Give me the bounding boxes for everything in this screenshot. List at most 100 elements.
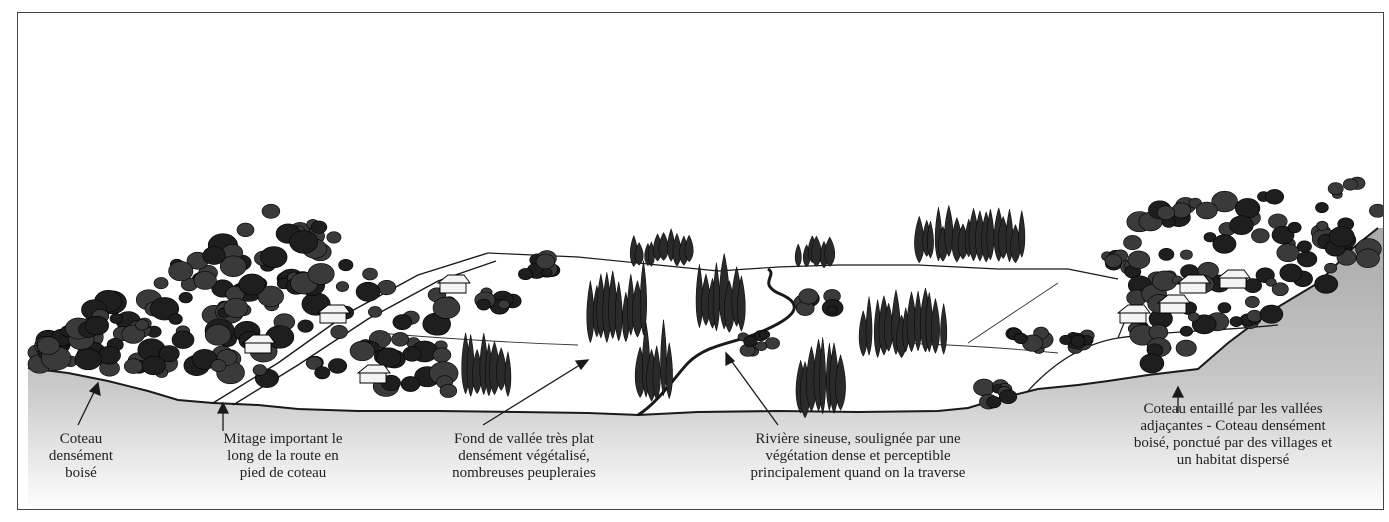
caption-line: boisé, ponctué par des villages et [1088, 435, 1378, 452]
tree-clump [331, 325, 348, 338]
tree-clump [339, 259, 353, 271]
tree-clump [308, 263, 334, 284]
tree-clump [799, 289, 818, 304]
tree-clump [172, 331, 194, 349]
tree-clump [377, 348, 401, 367]
poplar-tree [661, 320, 667, 396]
poplar-tree [825, 237, 835, 267]
tree-clump [75, 349, 102, 370]
tree-clump [154, 277, 168, 288]
tree-clump [37, 337, 59, 355]
tree-clump [759, 330, 770, 339]
tree-clump [1060, 335, 1072, 344]
caption-line: densément [42, 448, 120, 465]
caption-line: Coteau [42, 431, 120, 448]
poplar-tree [666, 343, 673, 399]
tree-clump [1105, 254, 1122, 267]
caption-line: Mitage important le [188, 431, 378, 448]
tree-clump [124, 359, 142, 374]
tree-clump [356, 282, 380, 301]
tree-clump [1288, 222, 1301, 233]
caption-valley-floor: Fond de vallée très plat densément végét… [414, 431, 634, 482]
tree-clump [973, 379, 994, 396]
caption-line: Rivière sineuse, soulignée par une [708, 431, 1008, 448]
tree-clump [363, 268, 378, 280]
tree-clump [403, 347, 421, 362]
tree-clump [1149, 325, 1168, 340]
tree-clump [765, 338, 779, 350]
tree-clump [393, 315, 412, 330]
tree-clump [1356, 249, 1379, 268]
tree-clump [498, 300, 509, 309]
tree-clump [1157, 206, 1175, 220]
tree-clump [518, 268, 532, 279]
tree-clump [1315, 275, 1338, 294]
tree-clump [542, 269, 552, 277]
tree-clump [1244, 279, 1262, 293]
tree-clump [136, 320, 149, 331]
tree-clump [1180, 250, 1192, 260]
tree-clump [169, 314, 182, 325]
poplar-tree [659, 232, 668, 260]
house [1178, 275, 1210, 293]
tree-clump [392, 332, 409, 346]
tree-clump [368, 306, 382, 317]
tree-clump [169, 261, 193, 280]
tree-clump [336, 282, 349, 292]
diagram-frame: Coteau densément boisé Mitage important … [17, 12, 1384, 510]
tree-clump [1230, 216, 1254, 235]
poplar-tree [931, 298, 939, 353]
tree-clump [1128, 251, 1150, 269]
tree-clump [1213, 235, 1236, 254]
poplar-tree [940, 304, 946, 355]
tree-clump [1315, 202, 1328, 212]
poplar-tree [505, 352, 511, 397]
house [1118, 305, 1150, 323]
house [358, 365, 390, 383]
arrow-valley-floor-head [576, 360, 588, 369]
tree-clump [1218, 303, 1231, 313]
tree-clump [1329, 227, 1354, 247]
tree-clump [477, 299, 491, 310]
tree-clump [211, 360, 226, 372]
tree-clump [987, 396, 1001, 408]
tree-clump [433, 348, 451, 362]
tree-clump [1159, 248, 1174, 260]
tree-clump [1265, 189, 1283, 204]
caption-line: Fond de vallée très plat [414, 431, 634, 448]
tree-clump [756, 342, 767, 351]
tree-clump [1324, 263, 1336, 273]
caption-line: végétation dense et perceptible [708, 448, 1008, 465]
tree-clump [85, 316, 109, 335]
tree-clump [1260, 305, 1283, 323]
tree-clump [1180, 326, 1193, 336]
tree-clump [290, 231, 318, 254]
poplar-tree [866, 297, 872, 356]
caption-right-slope: Coteau entaillé par les vallées adjaçant… [1088, 401, 1378, 469]
caption-line: densément végétalisé, [414, 448, 634, 465]
caption-line: principalement quand on la traverse [708, 465, 1008, 482]
tree-clump [1014, 333, 1027, 343]
tree-clump [536, 254, 555, 269]
caption-line: nombreuses peupleraies [414, 465, 634, 482]
caption-line: un habitat dispersé [1088, 452, 1378, 469]
tree-clump [378, 280, 396, 295]
caption-left-slope: Coteau densément boisé [42, 431, 120, 482]
tree-clump [205, 325, 231, 346]
house [1218, 270, 1250, 288]
tree-clump [1251, 229, 1269, 243]
caption-river: Rivière sineuse, soulignée par une végét… [708, 431, 1008, 482]
tree-clump [1230, 317, 1243, 327]
tree-clump [1280, 264, 1302, 282]
tree-clump [315, 367, 330, 379]
tree-clump [327, 232, 341, 243]
tree-clump [1235, 198, 1260, 218]
tree-clump [1140, 354, 1164, 373]
tree-clump [401, 376, 420, 391]
tree-clump [179, 292, 192, 303]
tree-clump [1272, 283, 1288, 296]
poplar-tree [945, 205, 954, 256]
tree-clump [1297, 251, 1317, 267]
tree-clump [1328, 183, 1343, 195]
house [438, 275, 470, 293]
